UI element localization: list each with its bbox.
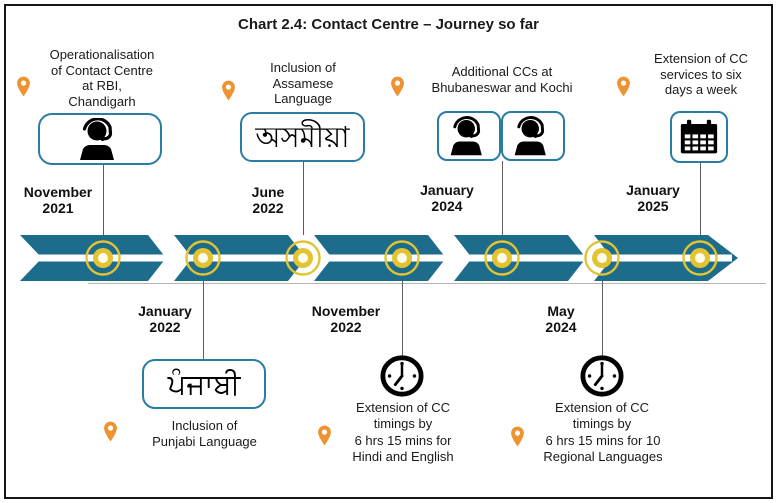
event-date-jan2022: January 2022 bbox=[138, 303, 192, 335]
event-icon-box-jan2025 bbox=[670, 111, 728, 163]
connector-line bbox=[602, 281, 603, 356]
event-icon-box-jan2022: ਪੰਜਾਬੀ bbox=[142, 359, 266, 409]
clock-icon bbox=[380, 355, 424, 397]
connector-line bbox=[700, 163, 701, 235]
connector-line bbox=[502, 161, 503, 235]
event-label-jan2022: Inclusion of Punjabi Language bbox=[152, 418, 257, 449]
event-label-nov2022-line1: Extension of CC timings by bbox=[356, 400, 450, 431]
assamese-word: অসমীয়া bbox=[255, 119, 350, 154]
chart-title: Chart 2.4: Contact Centre – Journey so f… bbox=[238, 16, 539, 33]
location-pin-icon bbox=[104, 421, 117, 442]
location-pin-icon bbox=[222, 80, 235, 101]
connector-line bbox=[303, 162, 304, 235]
figure-border bbox=[4, 4, 773, 499]
location-pin-icon bbox=[511, 426, 524, 447]
location-pin-icon bbox=[617, 76, 630, 97]
event-label-jan2025: Extension of CC services to six days a w… bbox=[654, 51, 748, 97]
connector-line bbox=[103, 165, 104, 235]
event-date-jun2022: June 2022 bbox=[251, 184, 285, 216]
event-icon-box-jun2022: অসমীয়া bbox=[240, 112, 365, 162]
event-label-jun2022: Inclusion of Assamese Language bbox=[270, 60, 336, 106]
timeline-band bbox=[20, 235, 738, 281]
event-date-may2024: May 2024 bbox=[545, 303, 577, 335]
event-icon-box-jan2024-a bbox=[437, 111, 501, 161]
event-icon-box-jan2024-b bbox=[501, 111, 565, 161]
clock-icon bbox=[580, 355, 624, 397]
calendar-icon bbox=[680, 119, 718, 154]
location-pin-icon bbox=[391, 76, 404, 97]
event-label-nov2022-line2: 6 hrs 15 mins for Hindi and English bbox=[352, 433, 454, 464]
event-date-nov2022: November 2022 bbox=[311, 303, 381, 335]
connector-line bbox=[402, 281, 403, 356]
event-label-may2024-line2: 6 hrs 15 mins for 10 Regional Languages bbox=[543, 433, 663, 464]
punjabi-word: ਪੰਜਾਬੀ bbox=[167, 366, 241, 401]
baseline-rule bbox=[88, 283, 766, 284]
headset-agent-icon bbox=[450, 116, 482, 156]
headset-agent-icon bbox=[80, 118, 114, 160]
connector-line bbox=[203, 281, 204, 359]
location-pin-icon bbox=[318, 425, 331, 446]
event-date-nov2021: November 2021 bbox=[23, 184, 93, 216]
event-date-jan2024: January 2024 bbox=[420, 182, 474, 214]
event-label-nov2021: Operationalisation of Contact Centre at … bbox=[49, 47, 155, 109]
event-date-jan2025: January 2025 bbox=[626, 182, 680, 214]
location-pin-icon bbox=[17, 76, 30, 97]
event-icon-box-nov2021 bbox=[38, 113, 162, 165]
timeline-markers bbox=[85, 240, 718, 276]
headset-agent-icon bbox=[514, 116, 546, 156]
event-label-may2024-line1: Extension of CC timings by bbox=[555, 400, 649, 431]
event-label-jan2024: Additional CCs at Bhubaneswar and Kochi bbox=[431, 64, 573, 95]
